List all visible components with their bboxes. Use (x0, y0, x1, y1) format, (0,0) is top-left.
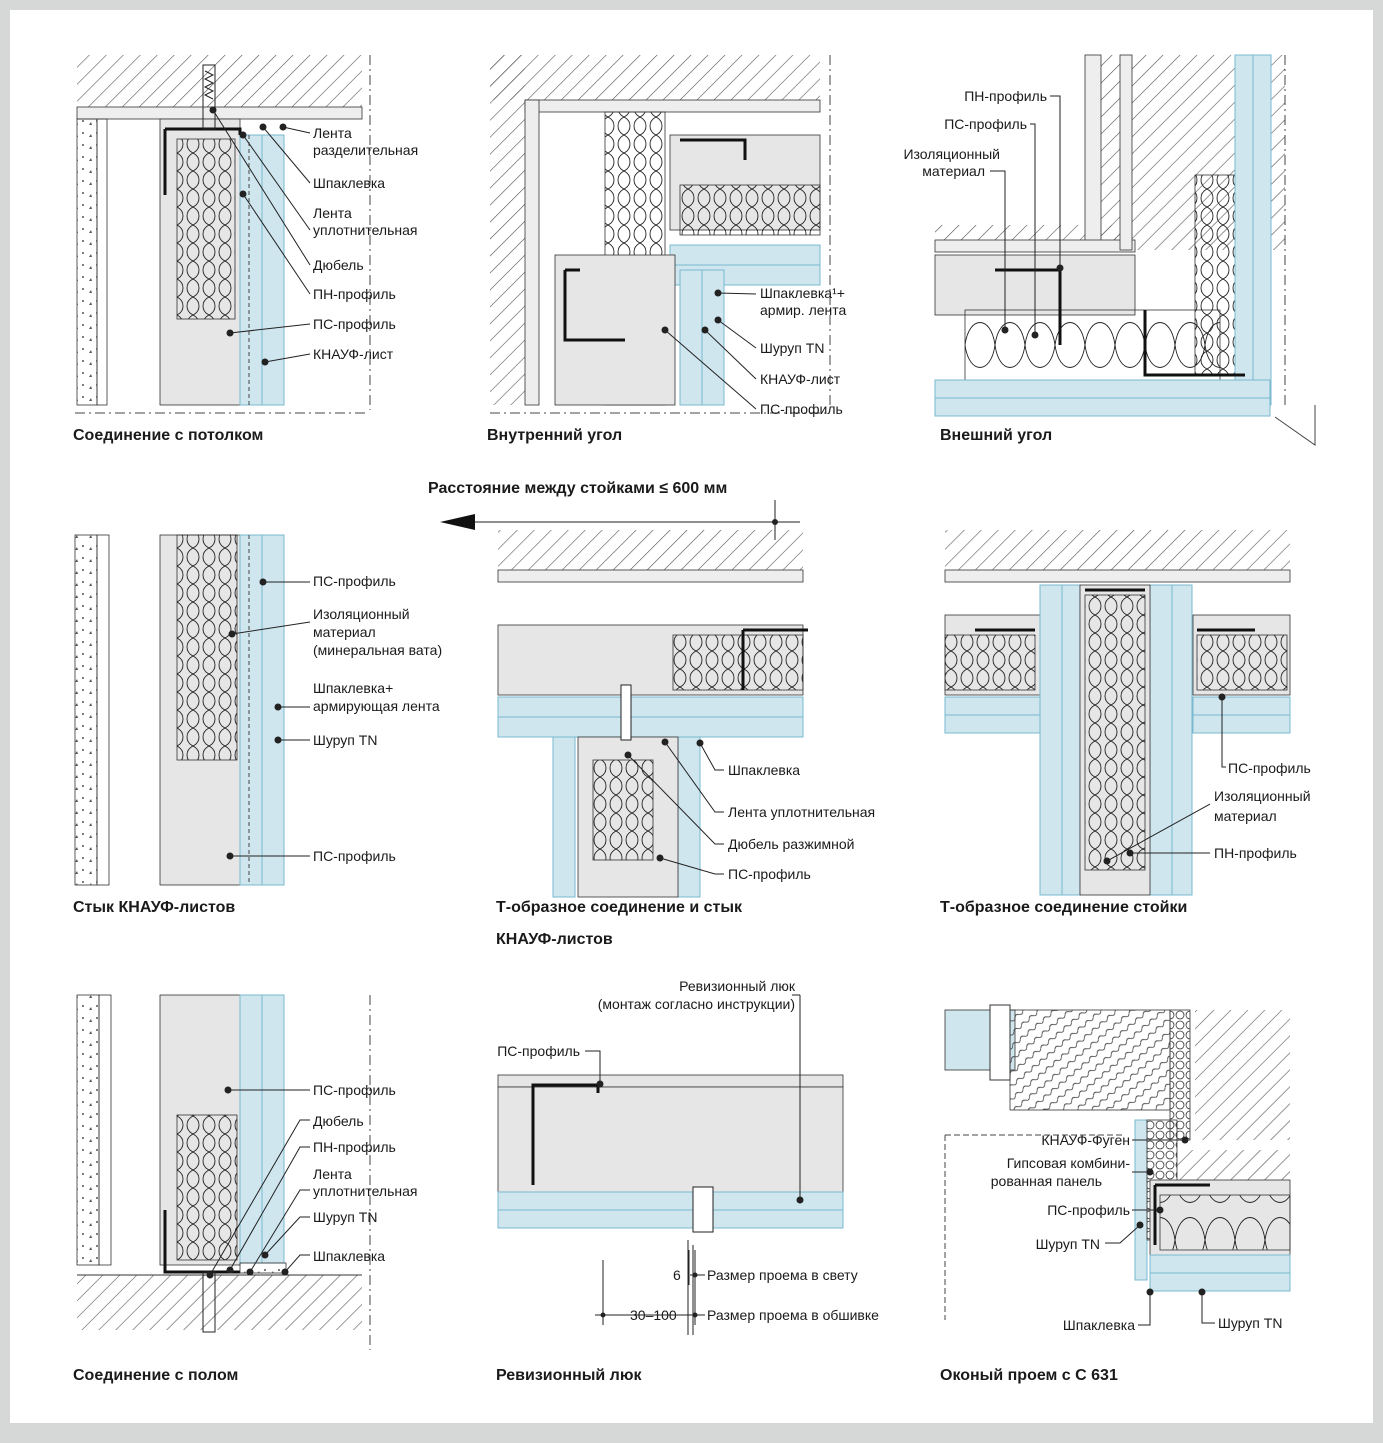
label-izol-1: Изоляционный (903, 146, 1000, 162)
label-gips-panel-2: рованная панель (990, 1173, 1102, 1189)
label-shpaklevka-1: Шпаклевка (313, 175, 386, 191)
label-gips-panel: Гипсовая комбини- (1006, 1155, 1130, 1171)
leader-lines-4 (226, 578, 311, 860)
label-izol-2: Изоляционный (313, 606, 410, 622)
ceiling-connection-drawing (75, 55, 371, 414)
panel-window-opening (935, 1000, 1295, 1320)
label-montazh: (монтаж согласно инструкции) (597, 996, 795, 1012)
label-material-1: материал (922, 163, 985, 179)
inner-corner-drawing (490, 55, 831, 414)
label-pn-profil-3: ПН-профиль (1214, 845, 1297, 861)
caption-ceiling-connection: Соединение с потолком (73, 427, 264, 444)
panel-inner-corner (480, 45, 900, 415)
leader-lines-9 (1105, 1136, 1215, 1326)
label-ps-profil-5: ПС-профиль (313, 848, 396, 864)
label-ps-profil-3: ПС-профиль (944, 116, 1027, 132)
caption-floor-connection: Соединение с полом (73, 1367, 239, 1384)
caption-window-opening: Оконый проем с С 631 (940, 1367, 1118, 1384)
t-joint-post-drawing (944, 530, 1291, 896)
label-shpaklevka-4: Шпаклевка (313, 1248, 386, 1264)
label-lenta-2: Лента (313, 205, 352, 221)
label-material-2: материал (313, 624, 376, 640)
label-ps-profil-10: ПС-профиль (1047, 1202, 1130, 1218)
outer-corner-drawing (934, 54, 1316, 446)
panel-outer-corner (934, 45, 1335, 446)
caption-outer-corner: Внешний угол (940, 427, 1053, 444)
spacing-label: Расстояние между стойками ≤ 600 мм (428, 480, 728, 497)
label-ps-profil-9: ПС-профиль (497, 1043, 580, 1059)
label-pn-profil-4: ПН-профиль (313, 1139, 396, 1155)
panel-ceiling-connection (65, 45, 465, 415)
dim-6: 6 (673, 1267, 681, 1283)
label-mineral: (минеральная вата) (313, 642, 443, 658)
label-shpaklevka-5: Шпаклевка (1062, 1317, 1135, 1333)
panel-floor-connection (65, 990, 375, 1350)
label-ps-profil-1: ПС-профиль (313, 316, 396, 332)
caption-t-joint-board-2: КНАУФ-листов (496, 931, 613, 948)
label-ps-profil-2: ПС-профиль (760, 401, 843, 417)
label-lenta-3: Лента (313, 1166, 352, 1182)
label-shurup-tn-2: Шуруп TN (313, 732, 378, 748)
label-shurup-tn-3: Шуруп TN (313, 1209, 378, 1225)
caption-t-joint-board: Т-образное соединение и стык (496, 899, 743, 916)
label-knauf-fugen: КНАУФ-Фуген (1041, 1132, 1130, 1148)
label-shpaklevka-2: Шпаклевка+ (313, 680, 394, 696)
label-ps-profil-6: ПС-профиль (728, 866, 811, 882)
label-knauf-list-2: КНАУФ-лист (760, 371, 841, 387)
label-shurup-tn-5: Шуруп TN (1218, 1315, 1283, 1331)
window-opening-drawing (944, 1004, 1291, 1320)
label-material-3: материал (1214, 808, 1277, 824)
label-armir-lenta-2: армирующая лента (313, 698, 440, 714)
label-dubel-2: Дюбель (313, 1113, 364, 1129)
label-uplotnitelnaya-1: уплотнительная (313, 222, 418, 238)
panel-t-joint-post (935, 525, 1295, 896)
label-ps-profil-4: ПС-профиль (313, 573, 396, 589)
label-pn-profil-1: ПН-профиль (313, 286, 396, 302)
panel-revision-hatch (488, 1065, 868, 1345)
label-ps-profil-7: ПС-профиль (1228, 760, 1311, 776)
leader-lines-6 (1103, 693, 1226, 865)
leader-lines-3 (990, 95, 1064, 339)
label-dubel-1: Дюбель (313, 257, 364, 273)
label-pn-profil-2: ПН-профиль (964, 88, 1047, 104)
label-lenta-1: Лента (313, 125, 352, 141)
label-shpaklevka-arm: Шпаклевка¹+ (760, 285, 845, 301)
label-shurup-tn-1: Шуруп TN (760, 340, 825, 356)
label-lenta-upl: Лента уплотнительная (728, 804, 876, 820)
label-izol-3: Изоляционный (1214, 788, 1311, 804)
leader-lines (209, 106, 311, 366)
drawing-sheet: Лента разделительная Шпаклевка Лента упл… (10, 10, 1373, 1423)
leader-lines-7 (206, 1086, 310, 1279)
label-uplotnitelnaya-2: уплотнительная (313, 1183, 418, 1199)
label-revizion-lyuk: Ревизионный люк (679, 978, 795, 994)
caption-board-joint: Стык КНАУФ-листов (73, 899, 236, 916)
floor-connection-drawing (76, 994, 371, 1350)
label-shurup-tn-4: Шуруп TN (1035, 1236, 1100, 1252)
label-razdelitelnaya: разделительная (313, 142, 419, 158)
dim-proem-obshivka: Размер проема в обшивке (707, 1307, 879, 1323)
caption-inner-corner: Внутренний угол (487, 427, 623, 444)
caption-t-joint-post: Т-образное соединение стойки (940, 899, 1188, 916)
label-dubel-razh: Дюбель разжимной (728, 836, 855, 852)
caption-revision-hatch: Ревизионный люк (496, 1367, 642, 1384)
label-shpaklevka-3: Шпаклевка (728, 762, 801, 778)
revision-hatch-drawing (497, 1074, 844, 1335)
label-armir-lenta: армир. лента (760, 302, 847, 318)
panel-board-joint (65, 530, 305, 890)
spacing-arrow (440, 500, 800, 540)
label-knauf-list-1: КНАУФ-лист (313, 346, 394, 362)
leader-lines-2 (661, 289, 757, 410)
dim-proem-svet: Размер проема в свету (707, 1267, 858, 1283)
leader-lines-5 (624, 738, 724, 875)
leader-lines-8 (585, 994, 804, 1325)
board-joint-drawing (74, 534, 285, 886)
label-ps-profil-8: ПС-профиль (313, 1082, 396, 1098)
